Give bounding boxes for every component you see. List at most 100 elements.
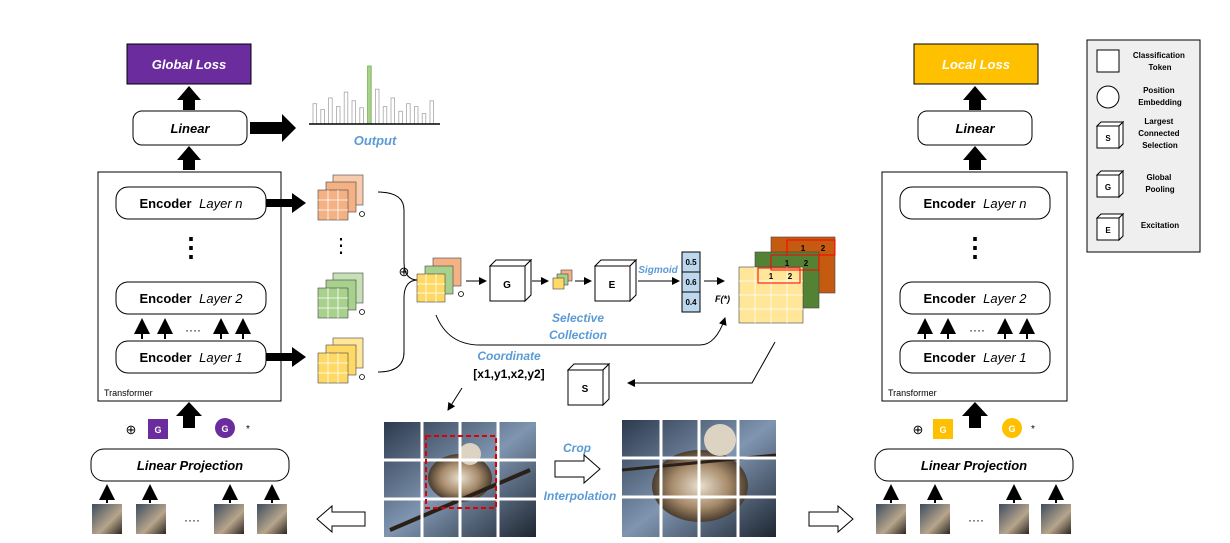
- encoder-layer-2-left: [115, 281, 267, 315]
- output-bar: [312, 103, 317, 125]
- pooled-feature: [552, 269, 573, 290]
- linear-projection-label-right: Linear Projection: [921, 458, 1027, 473]
- g-cube-letter: G: [503, 280, 511, 291]
- arrow-maps-to-s: [627, 341, 776, 387]
- layer-n-word: Layer n: [199, 196, 242, 211]
- linear-label-left: Linear: [170, 121, 210, 136]
- arrows-dots-right: ····: [969, 323, 985, 337]
- map-cell: 1: [769, 272, 774, 281]
- legend-circle-icon: [1096, 85, 1120, 109]
- encoder-layer-1-text-left: Encoder Layer 1: [139, 350, 242, 365]
- attention-map-yellow: [317, 337, 365, 384]
- arrow-encoder-1-to-map: [266, 347, 306, 367]
- right-branch: Local Loss Linear Transformer Encoder La…: [874, 43, 1074, 534]
- linear-projection-right: [874, 448, 1074, 482]
- output-bar: [367, 65, 372, 125]
- legend-item-label: Global Pooling: [1145, 173, 1174, 194]
- output-bar: [398, 110, 403, 125]
- arrow-linear-to-output: [250, 114, 296, 142]
- arrow-s-to-image: [447, 387, 463, 411]
- weight-value: 0.6: [685, 278, 697, 287]
- linear-projection-label-left: Linear Projection: [137, 458, 243, 473]
- reweighted-maps: 1 2 1 2 1 2: [738, 236, 836, 324]
- left-branch: Global Loss Linear Transformer Encoder L…: [90, 43, 306, 534]
- svg-text:S: S: [1105, 134, 1111, 143]
- linear-box-right: [917, 110, 1033, 146]
- arrow-image-to-patches: [316, 504, 366, 534]
- plus-symbol-right: ⊕: [913, 422, 924, 437]
- cls-token-letter-left: G: [154, 425, 161, 435]
- transformer-label-left: Transformer: [104, 388, 153, 398]
- output-bar: [343, 91, 349, 125]
- layer-n-word: Layer n: [983, 196, 1026, 211]
- output-bar: [382, 106, 388, 125]
- input-patch: [92, 504, 122, 534]
- input-patch: [214, 504, 244, 534]
- output-bar: [320, 109, 325, 125]
- cls-token-right: [933, 419, 953, 439]
- vertical-ellipsis-left: ⋮: [178, 232, 204, 262]
- patch-dots-left: ····: [184, 513, 200, 527]
- pos-embed-left: [215, 418, 235, 438]
- coordinate-values: [x1,y1,x2,y2]: [473, 367, 544, 381]
- cropped-patch: [920, 504, 950, 534]
- map-cell: 2: [788, 272, 793, 281]
- legend-s-cube-icon: S: [1095, 120, 1125, 150]
- vertical-ellipsis-right: ⋮: [962, 232, 988, 262]
- encoder-layer-2-text-right: Encoder Layer 2: [923, 291, 1027, 306]
- patch-dots-right: ····: [968, 513, 984, 527]
- encoder-layer-1-text-right: Encoder Layer 1: [923, 350, 1026, 365]
- legend-item-label: Excitation: [1141, 221, 1179, 230]
- g-cube: G: [488, 258, 533, 303]
- layer-2-word: Layer 2: [199, 291, 243, 306]
- plus-symbol-middle: ⊕: [399, 264, 410, 279]
- cropped-image: [621, 420, 777, 537]
- pos-embed-letter-right: G: [1008, 424, 1015, 434]
- cls-token-letter-right: G: [939, 425, 946, 435]
- local-loss-label: Local Loss: [942, 57, 1010, 72]
- arrow-transformer-to-linear-right: [963, 146, 987, 170]
- weight-value: 0.5: [685, 258, 697, 267]
- output-bar: [335, 106, 341, 125]
- input-patch: [136, 504, 166, 534]
- encoder-word: Encoder: [923, 291, 975, 306]
- local-loss-box: [913, 43, 1039, 85]
- encoder-layer-n-text-left: Encoder Layer n: [139, 196, 242, 211]
- legend-e-cube-icon: E: [1095, 212, 1125, 242]
- original-image: [384, 422, 536, 537]
- output-bar: [351, 100, 356, 125]
- star-right: *: [1031, 424, 1035, 435]
- encoder-layer-2-right: [899, 281, 1051, 315]
- legend-item-label: Largest Connected Selection: [1138, 117, 1182, 150]
- output-bar: [413, 106, 419, 125]
- arrow-transformer-to-linear: [177, 146, 201, 170]
- output-bar: [390, 97, 395, 125]
- map-cell: 2: [821, 244, 826, 253]
- arrows-dots-left: ····: [185, 323, 201, 337]
- patch-arrows-left: [99, 484, 280, 503]
- legend-square-icon: [1096, 49, 1120, 73]
- channel-weights: 0.5 0.6 0.4: [681, 251, 701, 313]
- encoder-layer-2-text-left: Encoder Layer 2: [139, 291, 243, 306]
- coordinate-label: Coordinate: [477, 349, 541, 363]
- output-bar: [421, 113, 427, 125]
- interpolation-label: Interpolation: [544, 489, 617, 503]
- weight-value: 0.4: [685, 298, 697, 307]
- legend: Classification Token Position Embedding …: [1086, 39, 1201, 253]
- arrow-selective-collection: [435, 314, 727, 346]
- arrow-projection-to-transformer: [176, 402, 202, 428]
- arrow-projection-to-transformer-right: [962, 402, 988, 428]
- output-bar: [406, 103, 411, 125]
- arrow-linear-to-loss-right: [963, 86, 987, 110]
- output-bars: [312, 65, 434, 125]
- arrow-linear-to-loss: [177, 86, 201, 110]
- attention-map-green: [317, 272, 365, 319]
- aggregation-brace: [377, 191, 419, 373]
- map-cell: 2: [804, 259, 809, 268]
- encoder-word: Encoder: [139, 196, 191, 211]
- arrow-encoder-n-to-map: [266, 193, 306, 213]
- crop-arrow: [554, 453, 601, 485]
- cropped-patch: [876, 504, 906, 534]
- encoder-word: Encoder: [923, 196, 975, 211]
